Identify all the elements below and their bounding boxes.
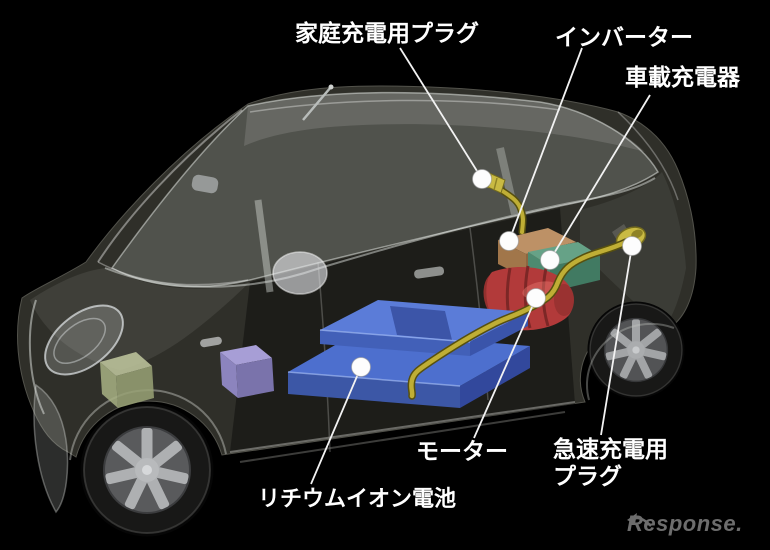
interior-mirror — [191, 174, 219, 194]
label-onboard-charger: 車載充電器 — [625, 64, 740, 90]
rear-door-handle — [414, 266, 445, 279]
label-quick-line2: プラグ — [553, 463, 622, 489]
label-lithium-ion-battery: リチウムイオン電池 — [258, 486, 457, 511]
callout-dot-inverter — [499, 231, 519, 251]
side-mirror — [272, 251, 328, 295]
callout-dot-charger — [540, 250, 560, 270]
label-quick-charging-plug: 急速充電用 プラグ — [553, 436, 668, 490]
front-door-handle — [200, 336, 222, 348]
rear-arch-lip — [586, 322, 675, 401]
response-logo-text: Response. — [627, 511, 743, 536]
car-glass — [97, 91, 679, 463]
front-wheel — [80, 403, 214, 537]
callout-dot-battery — [351, 357, 371, 377]
callout-dot-home-plug — [472, 169, 492, 189]
purple-accessory-box — [220, 345, 274, 398]
antenna — [302, 84, 334, 121]
response-arrow-icon — [627, 513, 652, 527]
leader-lines — [310, 47, 651, 485]
charge-cable — [407, 238, 630, 400]
front-accessory-box — [100, 352, 154, 408]
rear-wheel — [587, 301, 685, 399]
label-quick-line1: 急速充電用 — [553, 436, 668, 462]
callout-dot-quick-plug — [622, 236, 642, 256]
callout-dot-motor — [526, 288, 546, 308]
label-inverter: インバーター — [555, 24, 693, 50]
response-logo: Response. — [627, 511, 743, 537]
headlight — [44, 304, 124, 376]
label-motor: モーター — [416, 438, 508, 464]
label-home-charging-plug: 家庭充電用プラグ — [295, 20, 479, 46]
callout-dots — [351, 169, 642, 377]
